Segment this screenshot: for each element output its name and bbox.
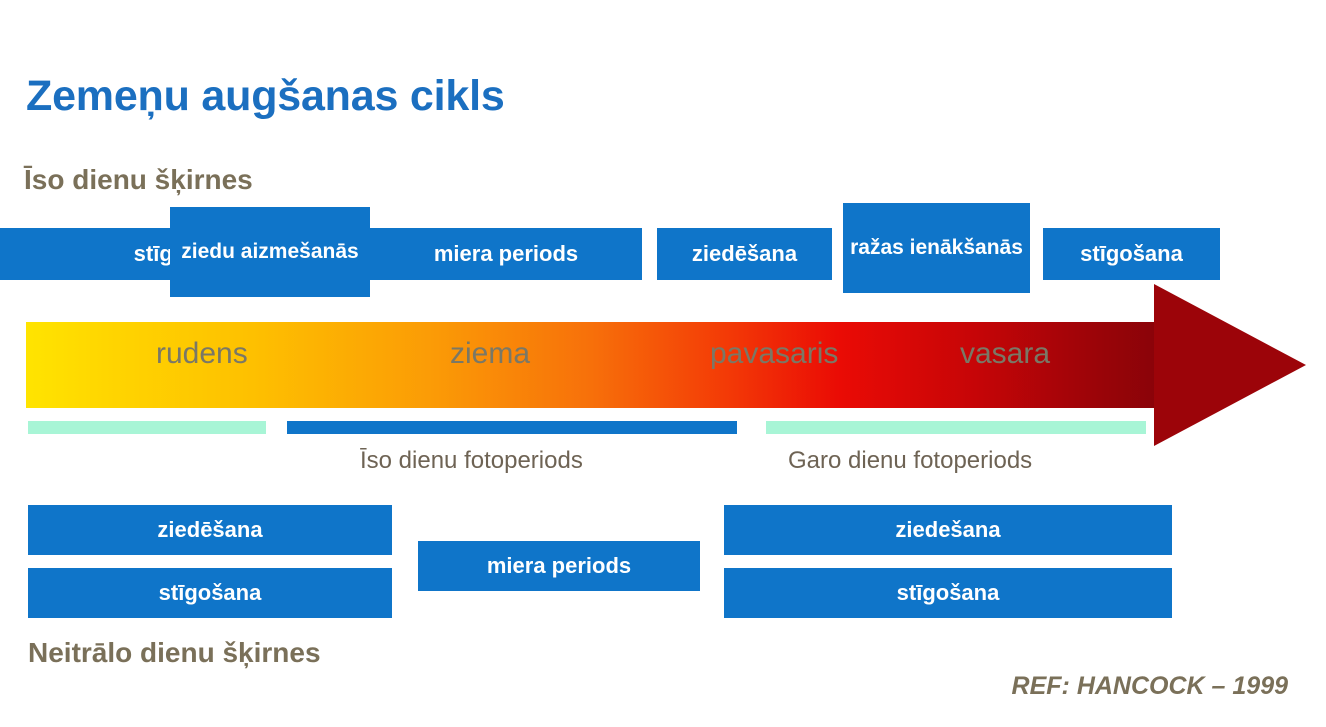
neutral-day-phase-box: stīgošana [28,568,392,618]
short-day-phase-box: stīgošana [1043,228,1220,280]
short-day-photoperiod-bar [287,421,737,434]
page-title: Zemeņu augšanas cikls [26,72,505,120]
season-timeline-arrow [26,284,1306,446]
neutral-day-phase-box: ziedešana [724,505,1172,555]
season-gradient-bar [26,322,1156,408]
neutral-day-phase-box: miera periods [418,541,700,591]
long-day-photoperiod-bar [28,421,266,434]
reference-citation: REF: HANCOCK – 1999 [1011,672,1288,700]
season-label: rudens [156,337,248,370]
arrow-head-icon [1154,284,1306,446]
neutral-day-section-heading: Neitrālo dienu šķirnes [28,637,321,668]
season-label: pavasaris [710,337,839,370]
neutral-day-phase-box: stīgošana [724,568,1172,618]
short-day-phase-box: ziedu aizmešanās [170,207,370,297]
short-day-phase-box: ziedēšana [657,228,832,280]
season-label: ziema [450,337,531,370]
short-day-phase-box: miera periods [370,228,642,280]
season-label: vasara [960,337,1051,370]
neutral-day-phase-box: ziedēšana [28,505,392,555]
short-day-section-heading: Īso dienu šķirnes [24,164,253,195]
photoperiod-label: Garo dienu fotoperiods [788,447,1033,474]
long-day-photoperiod-bar [766,421,1146,434]
photoperiod-label: Īso dienu fotoperiods [360,447,583,474]
short-day-phase-box: ražas ienākšanās [843,203,1030,293]
